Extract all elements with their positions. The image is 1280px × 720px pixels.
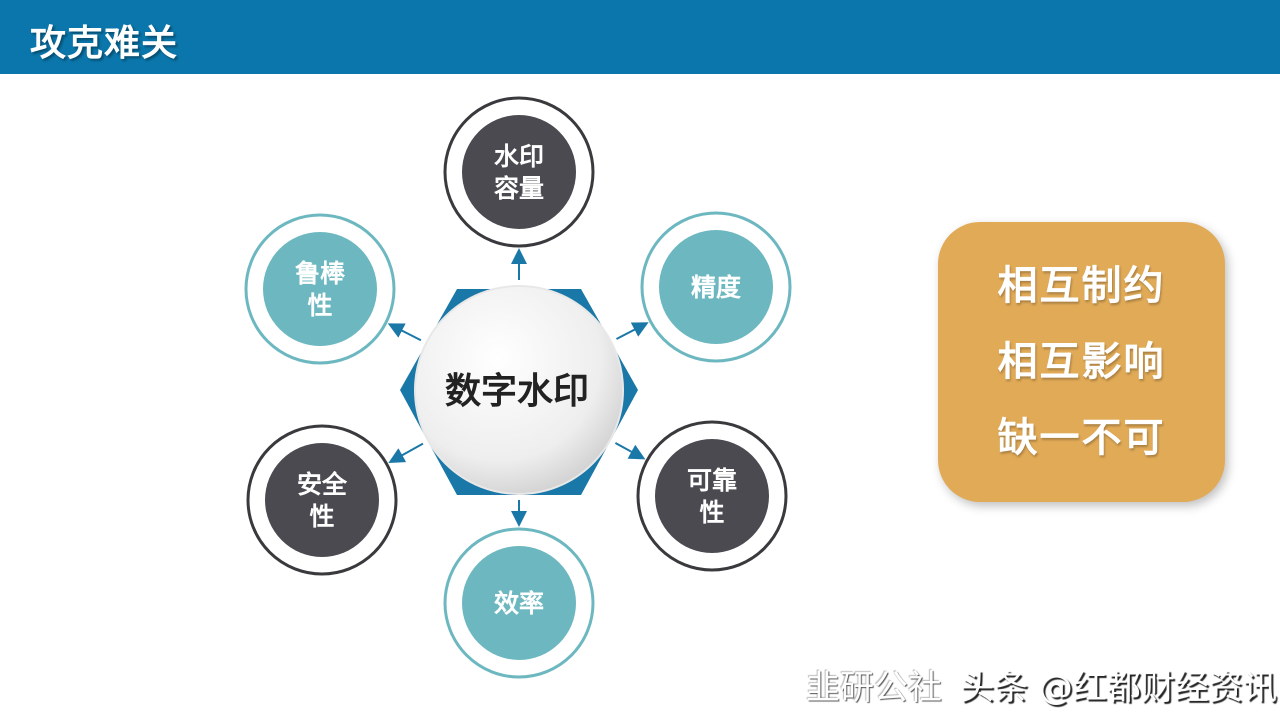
slide-title: 攻克难关 <box>30 23 179 64</box>
node-3: 安全性 <box>246 424 398 576</box>
node-label: 性 <box>699 498 724 527</box>
center-circle <box>414 285 624 495</box>
watermark-text: 韭研公社 <box>806 668 942 708</box>
connector-arrow <box>388 442 424 463</box>
connector-arrow <box>616 322 649 340</box>
node-label: 水印 <box>494 142 544 171</box>
summary-box: 相互制约 相互影响 缺一不可 <box>938 222 1225 502</box>
node-label: 安全 <box>297 470 348 499</box>
node-5: 效率 <box>443 527 595 679</box>
node-label: 可靠 <box>687 466 737 495</box>
node-label: 性 <box>309 502 334 531</box>
node-label: 性 <box>307 291 332 320</box>
node-circle <box>462 546 576 660</box>
node-4: 可靠性 <box>636 420 788 572</box>
node-2: 精度 <box>640 211 792 363</box>
node-label: 精度 <box>691 273 741 302</box>
center-label: 数字水印 <box>445 371 589 412</box>
node-circle <box>659 230 773 344</box>
summary-line: 相互影响 <box>997 339 1166 385</box>
summary-line: 相互制约 <box>997 263 1166 309</box>
watermark-text: 头条 @红都财经资讯 <box>960 668 1277 708</box>
connector-arrow <box>614 442 646 460</box>
node-1: 鲁棒性 <box>244 213 396 365</box>
node-circle <box>263 232 377 346</box>
node-label: 容量 <box>494 174 544 203</box>
connector-arrow <box>387 323 422 342</box>
summary-line: 缺一不可 <box>997 415 1166 461</box>
header-bar: 攻克难关 <box>0 0 1280 74</box>
node-label: 效率 <box>494 589 544 618</box>
node-circle <box>655 439 769 553</box>
node-circle <box>265 443 379 557</box>
node-circle <box>462 115 576 229</box>
node-label: 鲁棒 <box>295 259 346 288</box>
